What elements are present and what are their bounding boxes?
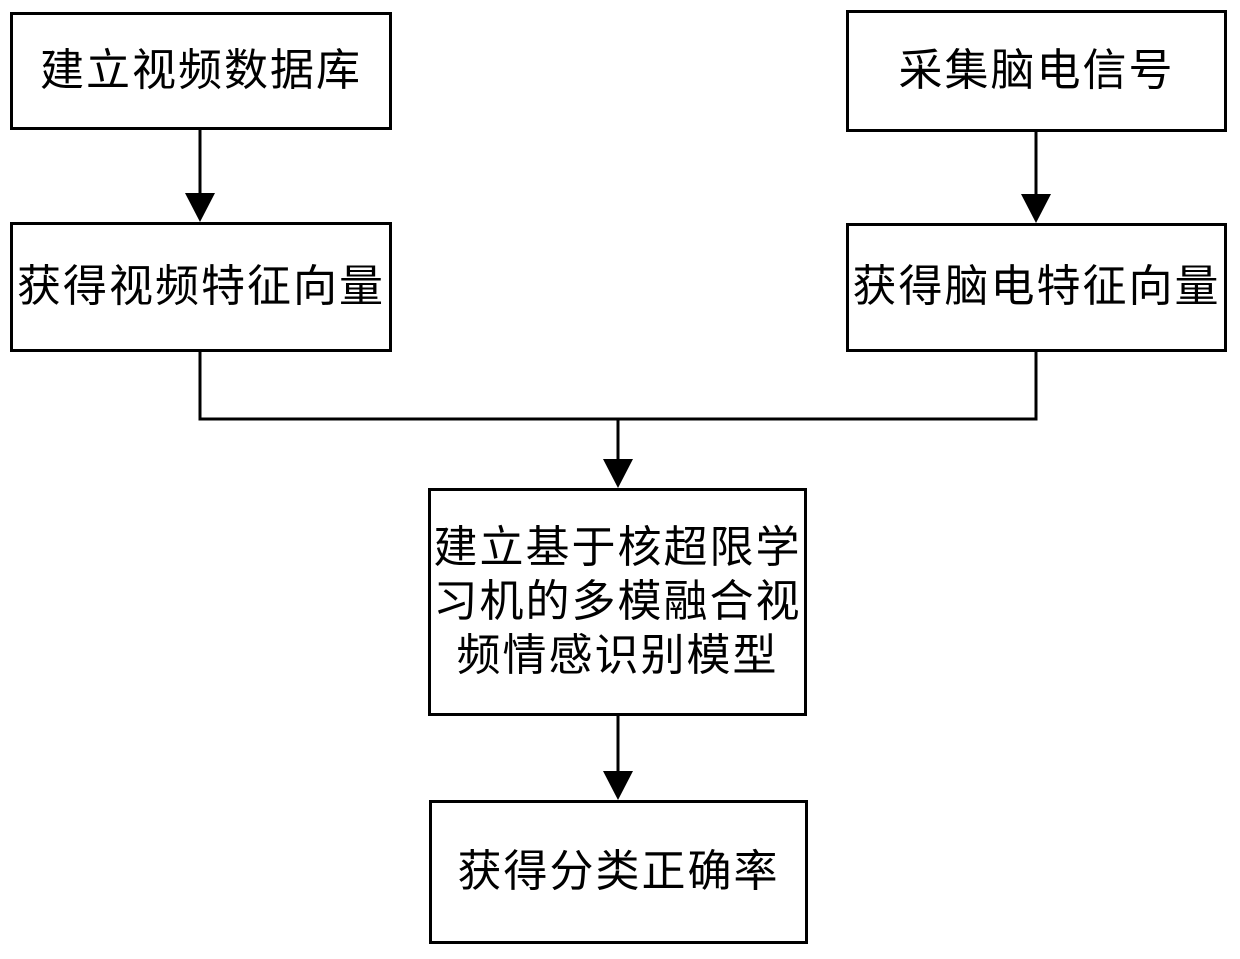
node-video-database-label: 建立视频数据库	[40, 44, 362, 96]
arrowhead-accuracy	[603, 771, 633, 800]
node-classification-accuracy-label: 获得分类正确率	[457, 845, 780, 897]
node-eeg-feature-vector: 获得脑电特征向量	[846, 223, 1227, 352]
node-video-feature-vector: 获得视频特征向量	[10, 222, 392, 352]
node-classification-accuracy: 获得分类正确率	[429, 800, 808, 944]
arrowhead-video-feature	[185, 193, 215, 222]
arrowhead-model	[603, 459, 633, 488]
node-eeg-collect: 采集脑电信号	[846, 10, 1227, 132]
node-video-database: 建立视频数据库	[10, 12, 392, 130]
fusion-model-label-line-1: 建立基于核超限学	[433, 522, 802, 574]
arrowhead-eeg-feature	[1021, 194, 1051, 223]
node-fusion-model-label: 建立基于核超限学 习机的多模融合视 频情感识别模型	[434, 521, 802, 682]
node-fusion-model: 建立基于核超限学 习机的多模融合视 频情感识别模型	[428, 488, 807, 716]
node-eeg-collect-label: 采集脑电信号	[898, 44, 1175, 96]
node-eeg-feature-vector-label: 获得脑电特征向量	[852, 261, 1221, 313]
fusion-model-label-line-3: 频情感识别模型	[456, 629, 779, 681]
fusion-model-label-line-2: 习机的多模融合视	[433, 576, 802, 628]
node-video-feature-vector-label: 获得视频特征向量	[17, 260, 385, 312]
